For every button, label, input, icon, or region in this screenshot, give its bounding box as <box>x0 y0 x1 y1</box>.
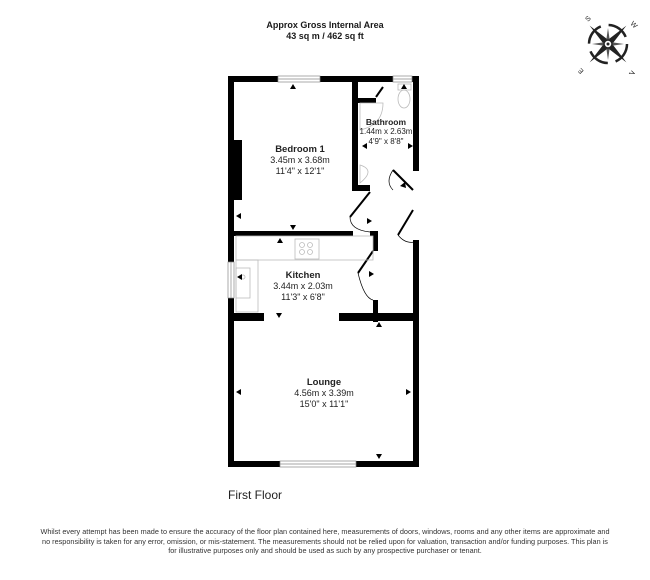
compass-rose-icon: S W E N <box>577 14 639 77</box>
room-metric: 3.44m x 2.03m <box>273 281 333 291</box>
room-imperial: 11'4" x 12'1" <box>275 166 325 176</box>
area-value: 43 sq m / 462 sq ft <box>286 31 364 41</box>
room-imperial: 15'0" x 11'1" <box>299 399 349 409</box>
area-header: Approx Gross Internal Area 43 sq m / 462… <box>0 20 650 42</box>
room-metric: 3.45m x 3.68m <box>270 155 330 165</box>
room-name: Kitchen <box>285 270 321 281</box>
svg-text:S: S <box>584 15 592 23</box>
room-metric: 4.56m x 3.39m <box>294 388 354 398</box>
room-bathroom: Bathroom 1.44m x 2.63m 4'9" x 8'8" <box>357 117 415 147</box>
room-name: Bedroom 1 <box>275 144 325 155</box>
room-imperial: 11'3" x 6'8" <box>281 292 325 302</box>
floor-label: First Floor <box>228 488 282 502</box>
room-name: Bathroom <box>365 117 407 127</box>
room-metric: 1.44m x 2.63m <box>359 127 413 136</box>
room-kitchen: Kitchen 3.44m x 2.03m 11'3" x 6'8" <box>253 270 353 303</box>
room-bedroom-1: Bedroom 1 3.45m x 3.68m 11'4" x 12'1" <box>250 144 350 177</box>
room-lounge: Lounge 4.56m x 3.39m 15'0" x 11'1" <box>274 377 374 410</box>
svg-text:W: W <box>629 20 638 30</box>
disclaimer: Whilst every attempt has been made to en… <box>40 527 610 555</box>
area-title: Approx Gross Internal Area <box>266 20 384 30</box>
room-imperial: 4'9" x 8'8" <box>368 137 404 146</box>
svg-text:E: E <box>578 66 585 74</box>
room-name: Lounge <box>306 377 342 388</box>
svg-text:N: N <box>627 69 636 74</box>
